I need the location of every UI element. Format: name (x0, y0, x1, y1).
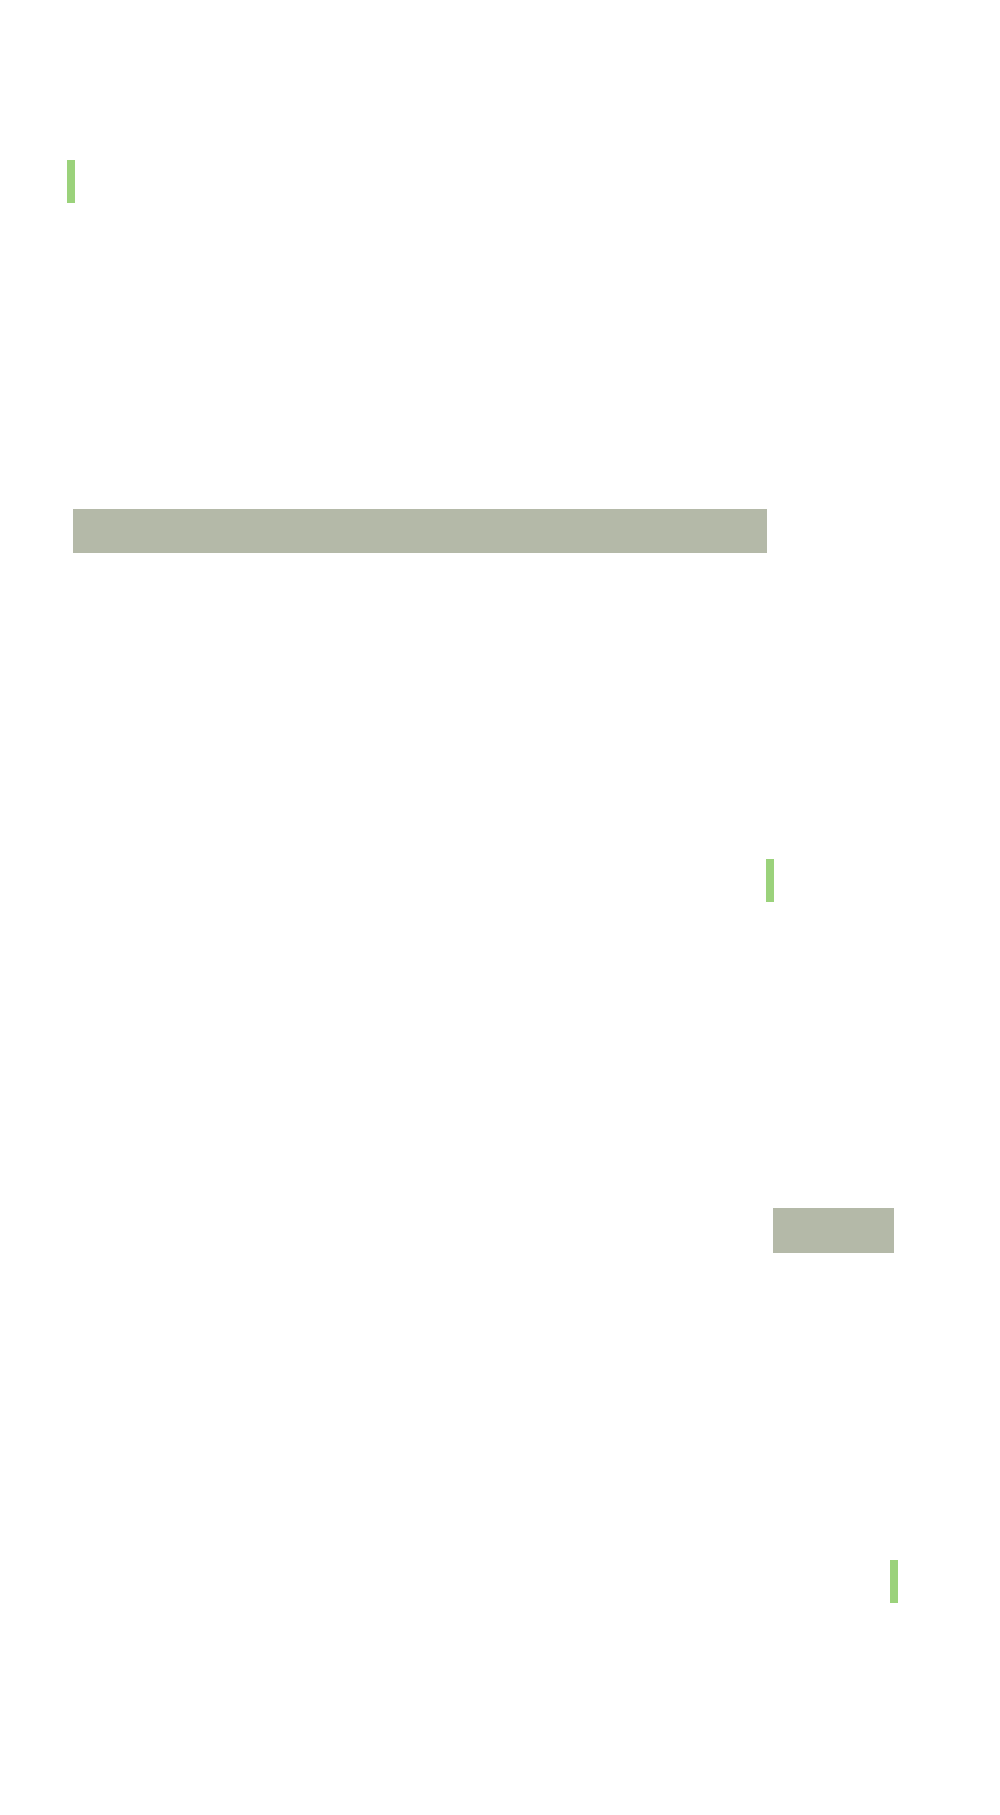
accent-bar-1 (67, 160, 75, 203)
accent-bar-2 (766, 859, 774, 902)
gray-banner (73, 509, 767, 553)
gray-button-block (773, 1208, 894, 1253)
accent-bar-3 (890, 1560, 898, 1603)
